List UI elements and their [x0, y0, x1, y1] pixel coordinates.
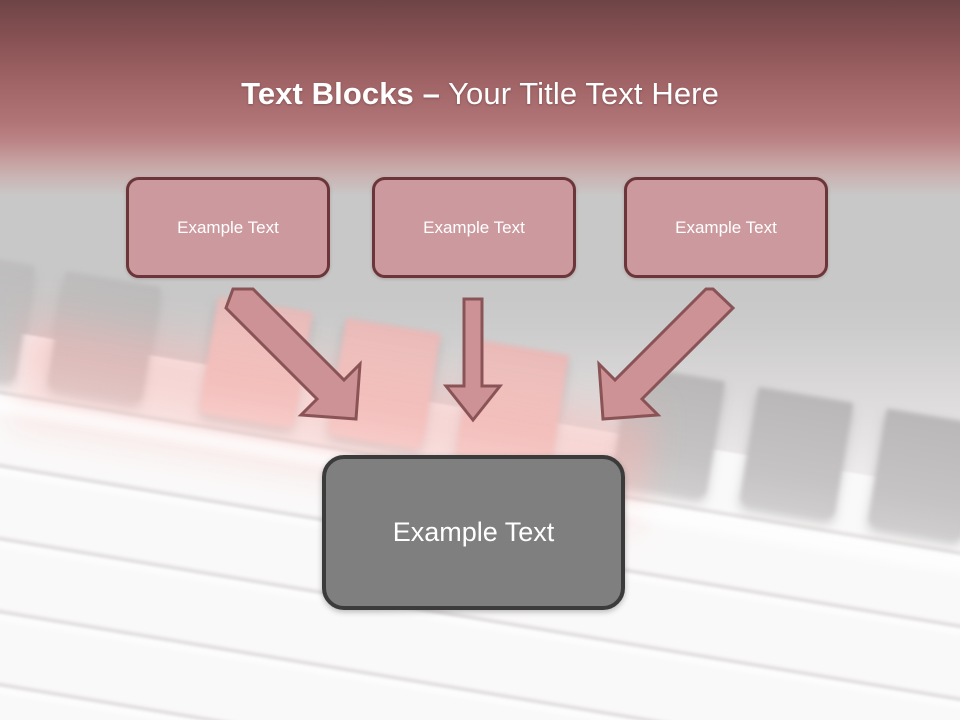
text-block-2-label: Example Text	[423, 217, 525, 237]
text-block-1-label: Example Text	[177, 217, 279, 237]
text-block-3-label: Example Text	[675, 217, 777, 237]
text-block-2[interactable]: Example Text	[372, 177, 576, 278]
text-block-1[interactable]: Example Text	[126, 177, 330, 278]
page-title: Text Blocks – Your Title Text Here	[0, 75, 960, 113]
page-title-bold: Text Blocks –	[241, 75, 440, 111]
text-block-result-label: Example Text	[392, 517, 555, 547]
page-title-light: Your Title Text Here	[439, 75, 719, 111]
header-gradient-band	[0, 0, 960, 196]
text-block-3[interactable]: Example Text	[624, 177, 828, 278]
text-block-result[interactable]: Example Text	[322, 455, 625, 610]
